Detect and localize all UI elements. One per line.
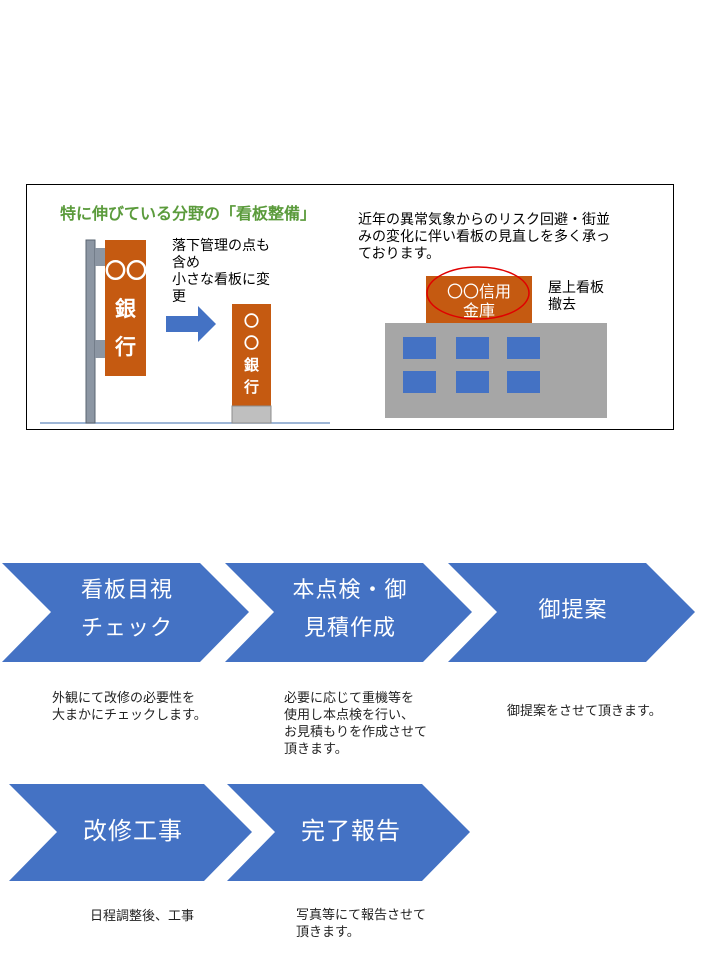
pole-sign-text: 〇〇 銀 行 xyxy=(105,259,147,359)
pole-sign xyxy=(105,240,146,376)
step-3-description: 御提案をさせて頂きます。 xyxy=(507,704,662,719)
chevron-step-5 xyxy=(227,784,470,881)
small-sign-text: 〇 〇 銀 行 xyxy=(243,312,259,396)
highlight-circle xyxy=(426,266,530,320)
panel-heading: 特に伸びている分野の「看板整備」 xyxy=(60,204,317,223)
chevron-step-3 xyxy=(448,563,695,662)
small-sign xyxy=(232,304,271,406)
step-5-label: 完了報告 xyxy=(301,817,401,845)
step-4-label: 改修工事 xyxy=(83,817,183,845)
step-1-description: 外観にて改修の必要性を 大まかにチェックします。 xyxy=(52,691,207,723)
chevron-step-4 xyxy=(9,784,252,881)
building-window xyxy=(456,371,489,393)
step-2-label: 本点検・御 見積作成 xyxy=(292,578,408,641)
right-note: 近年の異常気象からのリスク回避・街並 みの変化に伴い看板の見直しを多く承っ てお… xyxy=(358,212,610,262)
arrow-note: 落下管理の点も 含め 小さな看板に変 更 xyxy=(172,238,270,305)
building-window xyxy=(507,371,540,393)
step-4-description: 日程調整後、工事 xyxy=(90,909,195,924)
building-window xyxy=(403,337,436,359)
step-5-description: 写真等にて報告させて 頂きます。 xyxy=(296,908,427,940)
roof-sign xyxy=(426,276,532,323)
step-1-label: 看板目視 チェック xyxy=(80,578,173,641)
roof-sign-text: 〇〇信用 金庫 xyxy=(446,282,511,320)
chevron-step-1 xyxy=(2,563,249,662)
right-arrow-icon xyxy=(166,306,216,342)
building-window xyxy=(456,337,489,359)
chevron-step-2 xyxy=(225,563,472,662)
step-3-label: 御提案 xyxy=(538,598,608,623)
roof-note: 屋上看板 撤去 xyxy=(548,280,604,313)
step-2-description: 必要に応じて重機等を 使用し本点検を行い、 お見積もりを作成させて 頂きます。 xyxy=(284,691,428,757)
sign-pole xyxy=(85,239,96,424)
building-window xyxy=(403,371,436,393)
small-sign-base xyxy=(231,405,272,424)
pole-bracket-top xyxy=(95,248,105,266)
pole-bracket-bottom xyxy=(95,340,105,358)
building-window xyxy=(507,337,540,359)
